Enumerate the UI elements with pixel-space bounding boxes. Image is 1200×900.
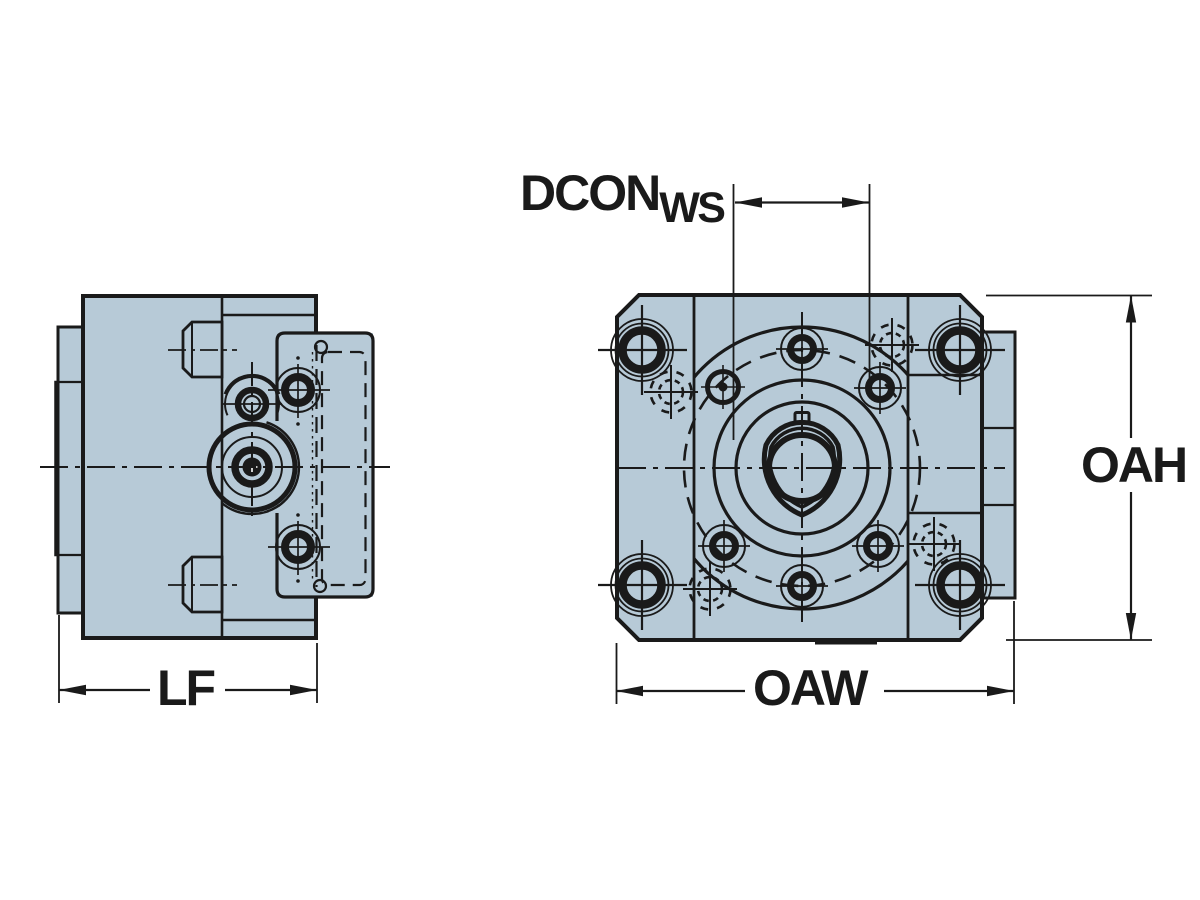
flange-bolt-lower-right xyxy=(852,520,904,572)
front-side-tab xyxy=(980,330,1017,600)
dimension-oaw xyxy=(615,601,1015,704)
ws-subscript-text: WS xyxy=(659,184,726,232)
flange-bolt-lower-left xyxy=(698,520,750,572)
position-mark-lower-left xyxy=(683,562,737,616)
dcon-label-text: DCON xyxy=(520,165,661,221)
corner-bolt-top-left xyxy=(598,305,687,395)
corner-bolt-bottom-left xyxy=(598,540,687,630)
side-screw-top xyxy=(268,356,330,426)
dimension-lf xyxy=(58,615,318,703)
clip-pin-bottom xyxy=(312,578,328,594)
corner-bolt-top-right xyxy=(915,305,1005,395)
locating-pin xyxy=(701,365,745,409)
dimension-oah xyxy=(986,294,1152,641)
clip-pin-top xyxy=(313,339,329,355)
oaw-label: OAW xyxy=(753,660,868,716)
corner-bolt-bottom-right xyxy=(915,540,1005,630)
dimension-dcon-ws xyxy=(732,184,871,440)
clamp-bolt-side-bottom xyxy=(168,555,237,614)
side-screw-bottom xyxy=(268,513,330,583)
position-mark-upper-right xyxy=(865,318,919,372)
insert-pocket-hidden-outline xyxy=(320,350,367,587)
position-mark-upper-left xyxy=(644,365,698,419)
oah-label: OAH xyxy=(1081,437,1188,493)
position-mark-lower-right xyxy=(907,517,961,571)
front-view xyxy=(598,293,1017,645)
lf-label: LF xyxy=(157,660,216,716)
clamp-bolt-side-top xyxy=(168,320,237,379)
side-view xyxy=(40,294,390,640)
side-strip xyxy=(56,325,85,615)
flange-bolt-upper-right xyxy=(854,362,906,414)
